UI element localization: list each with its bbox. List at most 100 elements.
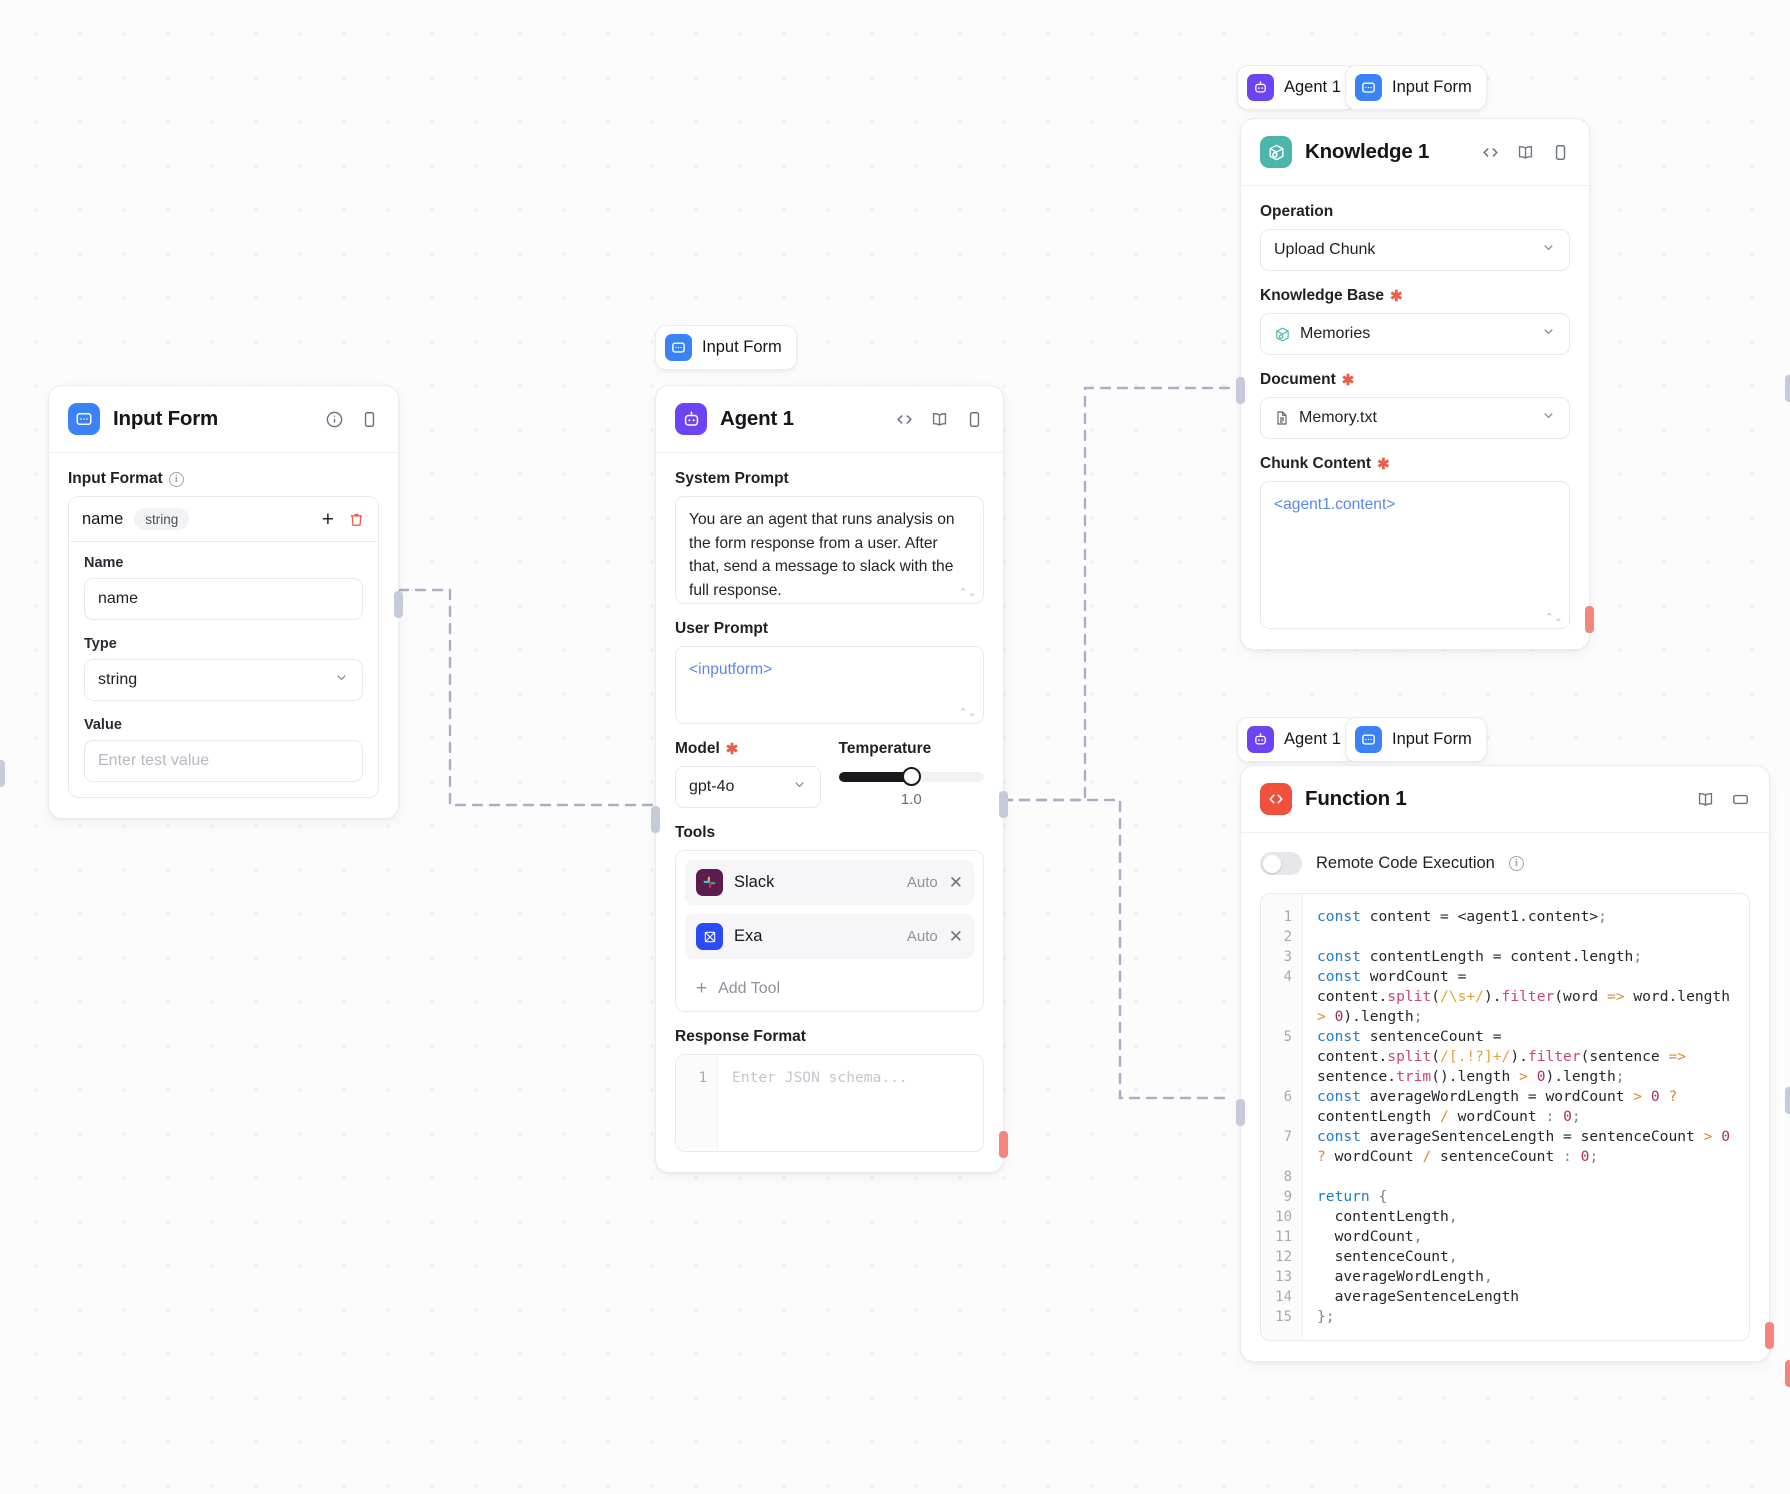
agent-robot-icon <box>1247 726 1274 753</box>
output-handle-right[interactable] <box>999 791 1008 818</box>
model-label: Model✱ <box>675 740 739 758</box>
user-prompt-label: User Prompt <box>675 620 769 637</box>
input-handle[interactable] <box>1236 1099 1245 1126</box>
remove-tool-icon[interactable]: ✕ <box>948 873 963 892</box>
resize-grip-icon[interactable]: ⌃⌄ <box>1544 612 1563 624</box>
node-title: Function 1 <box>1305 787 1407 810</box>
input-form-icon <box>665 334 692 361</box>
expand-icon[interactable] <box>1731 790 1750 809</box>
panel-icon[interactable] <box>1551 143 1570 162</box>
canvas-edge-handle-left[interactable] <box>0 760 5 787</box>
name-input[interactable]: name <box>84 578 363 620</box>
output-handle[interactable] <box>394 591 403 618</box>
input-form-header[interactable]: Input Form <box>49 386 398 453</box>
output-handle[interactable] <box>1765 1322 1774 1349</box>
slider-thumb[interactable] <box>902 767 922 786</box>
chip-input-form-function[interactable]: Input Form <box>1345 717 1487 762</box>
response-format-placeholder: Enter JSON schema... <box>732 1069 908 1086</box>
node-input-form[interactable]: Input Form Input Format i <box>48 385 403 819</box>
remote-code-execution-toggle[interactable] <box>1260 852 1302 875</box>
chip-label: Input Form <box>1392 78 1472 96</box>
resize-grip-icon[interactable]: ⌃⌄ <box>958 707 977 719</box>
chip-agent-function[interactable]: Agent 1 <box>1237 717 1356 762</box>
knowledge-box-icon <box>1260 136 1292 168</box>
remove-tool-icon[interactable]: ✕ <box>948 927 963 946</box>
agent-body: System Prompt You are an agent that runs… <box>656 453 1003 1172</box>
tools-label: Tools <box>675 824 716 841</box>
knowledge-base-select[interactable]: Memories <box>1260 313 1570 355</box>
required-asterisk: ✱ <box>1390 287 1403 305</box>
book-icon[interactable] <box>1516 143 1535 162</box>
tool-mode[interactable]: Auto <box>906 874 938 891</box>
document-select[interactable]: Memory.txt <box>1260 397 1570 439</box>
chevron-down-icon <box>334 670 349 690</box>
output-handle-bottom[interactable] <box>999 1131 1008 1158</box>
add-field-icon[interactable]: + <box>321 507 334 531</box>
field-type-pill: string <box>134 508 190 530</box>
panel-icon[interactable] <box>965 410 984 429</box>
function-code[interactable]: const content = <agent1.content>; const … <box>1317 908 1739 1325</box>
input-form-icon <box>1355 74 1382 101</box>
agent-robot-icon <box>675 403 707 435</box>
operation-label: Operation <box>1260 203 1334 220</box>
tool-exa[interactable]: Exa Auto ✕ <box>685 914 974 959</box>
input-handle[interactable] <box>1236 377 1245 404</box>
remote-code-execution-row[interactable]: Remote Code Execution i <box>1260 850 1750 893</box>
info-icon[interactable] <box>325 410 344 429</box>
function-header[interactable]: Function 1 <box>1241 766 1769 833</box>
output-handle[interactable] <box>1585 606 1594 633</box>
tool-mode[interactable]: Auto <box>906 928 938 945</box>
user-prompt-textarea[interactable]: <inputform> ⌃⌄ <box>675 646 984 724</box>
type-select[interactable]: string <box>84 659 363 701</box>
code-icon[interactable] <box>1481 143 1500 162</box>
system-prompt-textarea[interactable]: You are an agent that runs analysis on t… <box>675 496 984 604</box>
knowledge-base-label: Knowledge Base✱ <box>1260 287 1403 305</box>
required-asterisk: ✱ <box>1341 371 1355 389</box>
chip-input-form-knowledge[interactable]: Input Form <box>1345 65 1487 110</box>
variable-token: <inputform> <box>689 661 773 678</box>
model-select[interactable]: gpt-4o <box>675 766 821 808</box>
toggle-knob <box>1262 854 1281 873</box>
delete-field-icon[interactable] <box>348 511 365 528</box>
resize-grip-icon[interactable]: ⌃⌄ <box>958 587 977 599</box>
book-icon[interactable] <box>1696 790 1715 809</box>
document-icon <box>1274 410 1290 426</box>
canvas-edge-handle-right-2[interactable] <box>1785 1087 1790 1114</box>
panel-icon[interactable] <box>360 410 379 429</box>
node-title: Knowledge 1 <box>1305 140 1430 163</box>
node-title: Input Form <box>113 407 219 430</box>
code-brackets-icon <box>1260 783 1292 815</box>
info-icon[interactable]: i <box>168 471 184 487</box>
operation-select[interactable]: Upload Chunk <box>1260 229 1570 271</box>
tool-slack[interactable]: Slack Auto ✕ <box>685 860 974 905</box>
chunk-content-textarea[interactable]: <agent1.content> ⌃⌄ <box>1260 481 1570 629</box>
tool-name: Slack <box>734 873 775 891</box>
code-icon[interactable] <box>895 410 914 429</box>
knowledge-header[interactable]: Knowledge 1 <box>1241 119 1589 186</box>
agent-header[interactable]: Agent 1 <box>656 386 1003 453</box>
chip-agent-knowledge[interactable]: Agent 1 <box>1237 65 1356 110</box>
add-tool-button[interactable]: + Add Tool <box>685 968 974 1002</box>
input-format-row[interactable]: name string + <box>69 497 378 542</box>
temperature-slider[interactable] <box>838 767 984 786</box>
canvas-edge-handle-right-3[interactable] <box>1785 1360 1790 1387</box>
response-format-editor[interactable]: 1 Enter JSON schema... <box>675 1054 984 1152</box>
add-tool-label: Add Tool <box>718 979 781 997</box>
canvas-edge-handle-right[interactable] <box>1785 375 1790 402</box>
value-input[interactable]: Enter test value <box>84 740 363 782</box>
node-agent-1[interactable]: Agent 1 System Prompt You are an agent t… <box>651 385 1008 1173</box>
chip-input-form-agent[interactable]: Input Form <box>655 325 797 370</box>
chip-label: Agent 1 <box>1284 730 1341 748</box>
system-prompt-label: System Prompt <box>675 470 789 487</box>
node-function-1[interactable]: Function 1 Remote Code Ex <box>1236 765 1774 1362</box>
exa-icon <box>696 923 723 950</box>
info-icon[interactable]: i <box>1508 856 1524 871</box>
input-handle[interactable] <box>651 806 660 833</box>
book-icon[interactable] <box>930 410 949 429</box>
input-format-fields: Name name Type string Value Enter test v… <box>69 542 378 797</box>
node-knowledge-1[interactable]: Knowledge 1 Operation Upload Chunk <box>1236 118 1594 650</box>
